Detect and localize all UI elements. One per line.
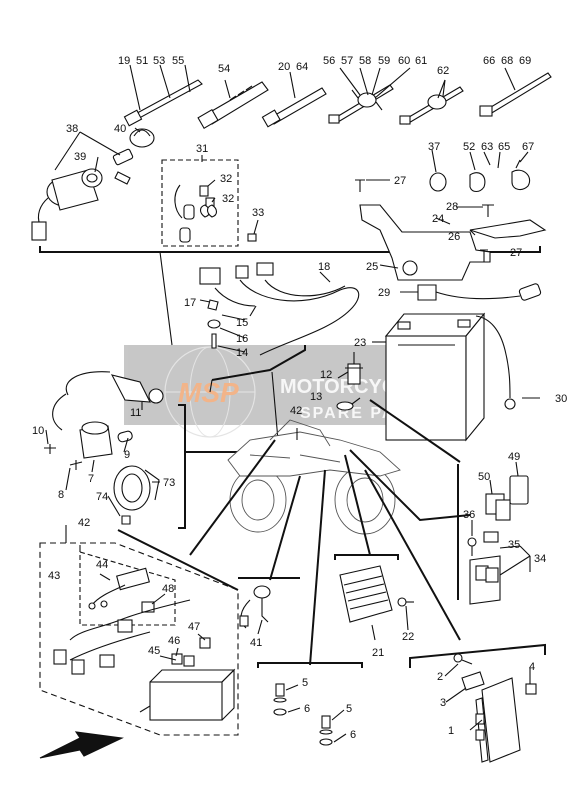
callout-14: 14 [236,347,248,359]
relay-fuse-assembly [467,475,529,605]
callout-73: 73 [163,477,175,489]
callout-53: 53 [153,55,165,67]
callout-52: 52 [463,141,475,153]
callout-47: 47 [188,621,200,633]
callout-27b: 27 [510,247,522,259]
callout-61: 61 [415,55,427,67]
callout-36: 36 [463,509,475,521]
callout-58: 58 [359,55,371,67]
callout-8: 8 [58,489,64,501]
callout-3: 3 [440,697,446,709]
callout-55: 55 [172,55,184,67]
callout-32b: 32 [222,193,234,205]
watermark-logo: MSP [178,377,239,408]
atv-silhouette [227,419,401,535]
callout-65: 65 [498,141,510,153]
callout-34: 34 [534,553,546,565]
callout-9: 9 [124,449,130,461]
wire-lead-18 [199,262,360,356]
horn [113,465,160,525]
callout-31: 31 [196,143,208,155]
ignition-coil [44,371,164,470]
callout-28: 28 [446,201,458,213]
callout-60: 60 [398,55,410,67]
callout-69: 69 [519,55,531,67]
callout-40: 40 [114,123,126,135]
callout-42a: 42 [290,405,302,417]
callout-59: 59 [378,55,390,67]
callout-1: 1 [448,725,454,737]
callout-57: 57 [341,55,353,67]
callout-50: 50 [478,471,490,483]
callout-46: 46 [168,635,180,647]
callout-23: 23 [354,337,366,349]
callout-13: 13 [310,391,322,403]
callout-64: 64 [296,61,308,73]
front-direction-arrow [39,731,124,759]
callout-labels: 19 51 53 55 54 20 64 56 57 58 59 60 61 6… [32,55,567,741]
callout-68: 68 [501,55,513,67]
callout-39: 39 [74,151,86,163]
rectifier-regulator [339,565,414,623]
callout-5b: 5 [346,703,352,715]
sensor-screws [273,683,333,746]
callout-33: 33 [252,207,264,219]
callout-27a: 27 [394,175,406,187]
callout-17: 17 [184,297,196,309]
callout-16: 16 [236,333,248,345]
callout-37: 37 [428,141,440,153]
callout-38: 38 [66,123,78,135]
callout-7: 7 [88,473,94,485]
callout-32a: 32 [220,173,232,185]
callout-49: 49 [508,451,520,463]
callout-12: 12 [320,369,332,381]
callout-35: 35 [508,539,520,551]
callout-18: 18 [318,261,330,273]
callout-19: 19 [118,55,130,67]
wire-harness-kit [53,567,236,721]
callout-26: 26 [448,231,460,243]
callout-41: 41 [250,637,262,649]
callout-66: 66 [483,55,495,67]
callout-6a: 6 [304,703,310,715]
callout-56: 56 [323,55,335,67]
diagram-lines [31,64,552,763]
callout-51: 51 [136,55,148,67]
callout-45: 45 [148,645,160,657]
callout-44: 44 [96,559,108,571]
callout-21: 21 [372,647,384,659]
callout-10: 10 [32,425,44,437]
sensor-41 [239,585,271,629]
cdi-unit [453,653,537,763]
callout-20: 20 [278,61,290,73]
battery-bracket [355,159,547,281]
callout-25: 25 [366,261,378,273]
battery [384,312,486,442]
callout-43: 43 [48,570,60,582]
callout-6b: 6 [350,729,356,741]
callout-11: 11 [130,407,141,419]
callout-29: 29 [378,287,390,299]
callout-4: 4 [529,661,535,673]
callout-48: 48 [162,583,174,595]
callout-5a: 5 [302,677,308,689]
callout-30: 30 [555,393,567,405]
cable-tie-group [123,72,552,129]
ignition-switch [31,128,155,241]
callout-63: 63 [481,141,493,153]
callout-24: 24 [432,213,444,225]
callout-22: 22 [402,631,414,643]
callout-74: 74 [96,491,108,503]
lead-wire-set [174,184,257,243]
callout-2: 2 [437,671,443,683]
callout-62: 62 [437,65,449,77]
callout-15: 15 [236,317,248,329]
callout-54: 54 [218,63,230,75]
callout-42b: 42 [78,517,90,529]
callout-67: 67 [522,141,534,153]
